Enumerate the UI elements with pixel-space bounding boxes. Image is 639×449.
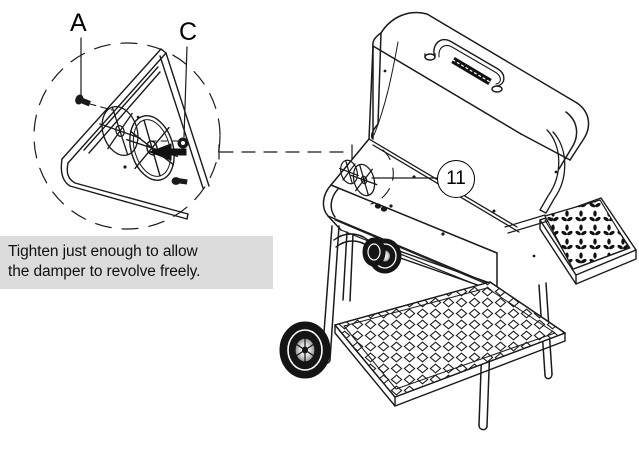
screw-a xyxy=(75,94,91,107)
damper-wheel-small xyxy=(99,106,141,156)
part-label-a: A xyxy=(70,9,87,37)
assembly-direction-arrow xyxy=(149,143,187,161)
grill-firebox xyxy=(322,138,505,297)
leg-left-rear xyxy=(342,231,354,302)
main-damper-hint-arc xyxy=(370,149,394,205)
instruction-note: Tighten just enough to allow the damper … xyxy=(0,236,273,289)
detail-circle xyxy=(33,42,221,230)
damper-wheel-large xyxy=(126,115,178,181)
part-label-c: C xyxy=(179,18,198,46)
lid-hinge-bracket xyxy=(539,129,566,214)
callout-number-11: 11 xyxy=(437,160,475,198)
instruction-note-line-1: Tighten just enough to allow xyxy=(8,243,198,260)
wheel-rear xyxy=(362,237,402,274)
bottom-wire-shelf xyxy=(334,281,566,407)
leader-c xyxy=(183,46,188,138)
leader-a-dash xyxy=(89,103,113,111)
screw-c xyxy=(177,137,189,149)
wheel-front xyxy=(279,321,331,379)
main-damper-small xyxy=(339,159,359,185)
screw-c-spare xyxy=(171,177,188,185)
detail-leader-line xyxy=(218,144,353,160)
main-damper-large xyxy=(350,163,378,197)
instruction-note-line-2: the damper to revolve freely. xyxy=(8,263,201,280)
grill-lid xyxy=(368,11,590,233)
axle-bar xyxy=(333,233,491,290)
side-shelf xyxy=(504,197,637,285)
lid-handle xyxy=(424,38,505,93)
